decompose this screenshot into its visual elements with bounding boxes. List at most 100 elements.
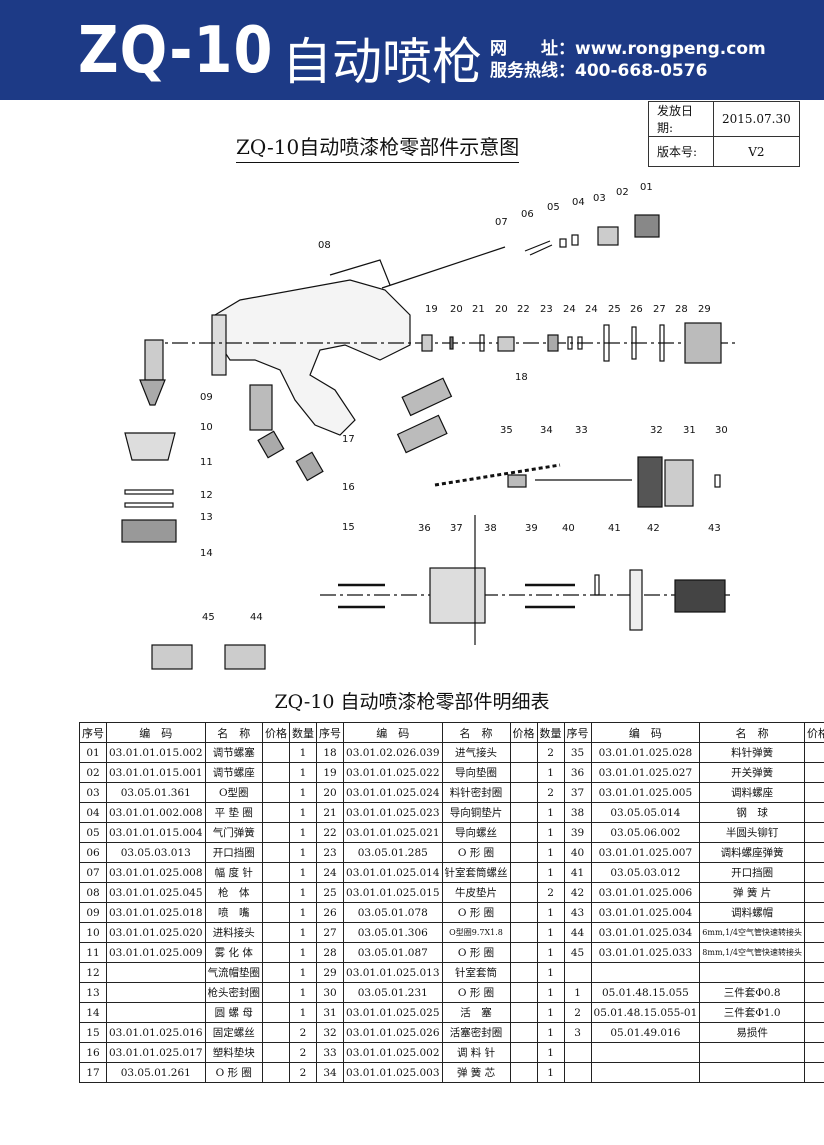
cell-no: 15 xyxy=(79,1022,107,1043)
cell-no: 39 xyxy=(563,822,592,843)
cell-price xyxy=(803,742,824,763)
callout-labels: 01 02 03 04 05 06 07 08 09 10 11 12 13 1… xyxy=(200,182,728,623)
callout-43: 43 xyxy=(708,523,721,534)
cell-qty: 2 xyxy=(536,882,565,903)
cell-name: 导向螺丝 xyxy=(441,822,511,843)
cell-qty: 1 xyxy=(289,902,318,923)
cell-price xyxy=(262,1042,291,1063)
callout-08: 08 xyxy=(318,240,331,251)
cell-name: 圆 螺 母 xyxy=(204,1002,264,1023)
cell-qty: 1 xyxy=(536,762,565,783)
cell-no: 18 xyxy=(316,742,345,763)
parts-list-table: 序号 编 码 名 称 价格 数量 序号 编 码 名 称 价格 数量 序号 编 码… xyxy=(79,722,824,1083)
cell-code: 03.05.03.013 xyxy=(106,842,206,863)
cell-code: 03.01.01.025.023 xyxy=(343,802,443,823)
cell-price xyxy=(262,782,291,803)
callout-34: 34 xyxy=(540,425,553,436)
callout-28: 28 xyxy=(675,304,688,315)
cell-name: 钢 球 xyxy=(699,802,805,823)
callout-20b: 20 xyxy=(495,304,508,315)
col-price: 价格 xyxy=(262,722,291,743)
cell-price xyxy=(262,962,291,983)
cell-qty: 1 xyxy=(536,1042,565,1063)
cell-code: 03.05.01.306 xyxy=(343,922,443,943)
cell-code: 03.01.01.025.015 xyxy=(343,882,443,903)
cell-price xyxy=(803,922,824,943)
cell-code: 03.01.01.025.007 xyxy=(590,842,701,863)
version-label: 版本号: xyxy=(648,136,714,167)
cell-no: 16 xyxy=(79,1042,107,1063)
cell-name: 喷 嘴 xyxy=(204,902,264,923)
cell-qty: 1 xyxy=(289,982,318,1003)
hotline-label: 服务热线： xyxy=(490,61,575,81)
cell-price xyxy=(509,942,538,963)
cell-price xyxy=(509,802,538,823)
cell-code: 03.01.01.025.033 xyxy=(590,942,701,963)
cell-price xyxy=(803,1022,824,1043)
callout-01: 01 xyxy=(640,182,653,193)
issue-date-label: 发放日期: xyxy=(648,101,714,137)
cell-code: 03.01.01.025.009 xyxy=(106,942,206,963)
callout-33: 33 xyxy=(575,425,588,436)
cell-no: 09 xyxy=(79,902,107,923)
cell-no: 41 xyxy=(563,862,592,883)
needle-line-parts xyxy=(434,456,721,508)
cell-name: 三件套Φ0.8 xyxy=(699,982,805,1003)
cell-name: 导向铜垫片 xyxy=(441,802,511,823)
callout-13: 13 xyxy=(200,512,213,523)
cell-code: 03.05.01.285 xyxy=(343,842,443,863)
cell-qty: 1 xyxy=(536,902,565,923)
cell-qty: 1 xyxy=(289,1002,318,1023)
cell-price xyxy=(803,822,824,843)
callout-04: 04 xyxy=(572,197,585,208)
cell-code xyxy=(590,962,701,983)
cell-code: 03.01.01.025.008 xyxy=(106,862,206,883)
exploded-parts-diagram: 01 02 03 04 05 06 07 08 09 10 11 12 13 1… xyxy=(121,182,735,670)
col-code: 编 码 xyxy=(590,722,701,743)
cell-price xyxy=(509,1022,538,1043)
cell-name: 6mm,1/4空气管快速转接头 xyxy=(699,922,805,943)
cell-code: 03.01.01.025.022 xyxy=(343,762,443,783)
issue-date: 2015.07.30 xyxy=(713,101,800,137)
website-link[interactable]: www.rongpeng.com xyxy=(575,39,766,59)
hotline-number: 400-668-0576 xyxy=(575,61,708,81)
cell-no: 17 xyxy=(79,1062,107,1083)
callout-09: 09 xyxy=(200,392,213,403)
cell-code: 03.01.01.025.003 xyxy=(343,1062,443,1083)
col-name: 名 称 xyxy=(699,722,805,743)
cell-name: 活塞密封圈 xyxy=(441,1022,511,1043)
callout-11: 11 xyxy=(200,457,213,468)
cell-price xyxy=(262,822,291,843)
cell-qty: 1 xyxy=(289,922,318,943)
cell-no xyxy=(563,1042,592,1063)
cell-name: 料针弹簧 xyxy=(699,742,805,763)
cell-name: 针室套筒 xyxy=(441,962,511,983)
callout-22: 22 xyxy=(517,304,530,315)
callout-10: 10 xyxy=(200,422,213,433)
cell-qty: 1 xyxy=(536,1062,565,1083)
cell-no: 14 xyxy=(79,1002,107,1023)
cell-qty: 1 xyxy=(536,822,565,843)
cell-name xyxy=(699,1042,805,1063)
cell-code xyxy=(590,1062,701,1083)
cell-name: 活 塞 xyxy=(441,1002,511,1023)
callout-45: 45 xyxy=(202,612,215,623)
callout-32: 32 xyxy=(650,425,663,436)
callout-03: 03 xyxy=(593,193,606,204)
cell-code: 03.05.03.012 xyxy=(590,862,701,883)
cell-name: 半圆头铆钉 xyxy=(699,822,805,843)
cell-qty: 1 xyxy=(289,842,318,863)
cell-no: 06 xyxy=(79,842,107,863)
cell-price xyxy=(262,1062,291,1083)
callout-26: 26 xyxy=(630,304,643,315)
cell-name xyxy=(699,962,805,983)
cell-no: 13 xyxy=(79,982,107,1003)
cell-no: 33 xyxy=(316,1042,345,1063)
cell-no xyxy=(563,1062,592,1083)
